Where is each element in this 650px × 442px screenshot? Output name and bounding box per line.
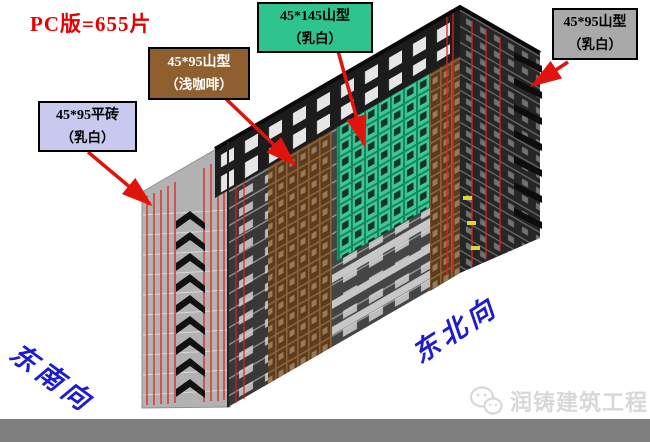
callout-shan-145-color: （乳白） [288,30,342,46]
callout-shan-95-color: （乳白） [568,37,622,53]
northeast-face [460,8,542,273]
callout-shan-coffee-color: （浅咖啡） [165,76,233,92]
watermark-text: 润铸建筑工程 [510,390,649,415]
roof-edge [213,4,541,151]
yellow-panel-marks [463,196,480,250]
arrow-shan-95 [530,60,569,87]
callout-shan-95-size: 45*95山型 [563,15,627,30]
facade-brown-strip-right [430,33,460,291]
callout-shan-coffee-size: 45*95山型 [167,54,231,70]
callout-shan-coffee: 45*95山型 （浅咖啡） [148,47,250,100]
arrow-shan-145 [336,50,367,148]
wechat-icon [469,386,503,415]
watermark: 润铸建筑工程 [468,385,648,417]
callout-flat-brick-size: 45*95平砖 [56,107,119,123]
arrow-flat-brick [86,150,153,207]
zigzag-balcony-edge [514,52,542,229]
callout-flat-brick: 45*95平砖 （乳白） [38,101,137,152]
red-joint-lines-end-wall [146,157,225,405]
arrow-shan-coffee [223,96,297,167]
page-title: PC版=655片 [30,12,152,36]
callout-flat-brick-color: （乳白） [60,129,115,145]
footer-bar [0,419,650,442]
leader-arrows [86,50,569,207]
end-wall-flat-brick [141,140,231,409]
callout-shan-145-size: 45*145山型 [280,8,350,24]
callout-shan-95: 45*95山型 （乳白） [552,8,638,60]
facade-dark-section [228,119,268,407]
balcony-chevron-stack [176,211,205,398]
callout-shan-145: 45*145山型 （乳白） [257,2,373,53]
